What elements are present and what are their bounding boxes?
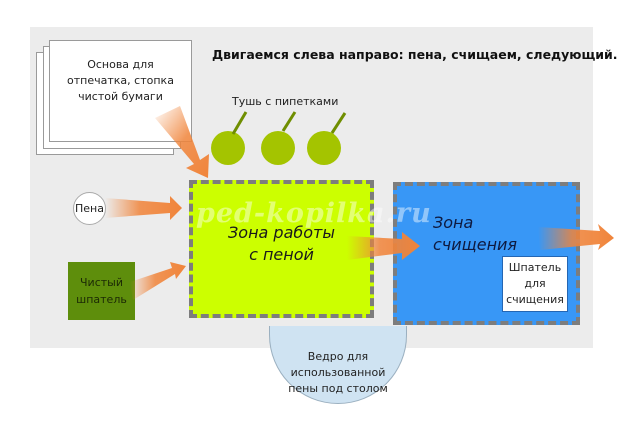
arrow-clean-zone-to-next (538, 224, 614, 250)
ink-drop-icon (261, 131, 295, 165)
bucket-line: использованной (290, 366, 386, 379)
paper-stack-label: Основа для отпечатка, стопка чистой бума… (49, 57, 192, 105)
ink-pipette-stem (231, 111, 248, 135)
paper-stack-line: чистой бумаги (78, 90, 163, 103)
spatula-line: шпатель (76, 293, 127, 306)
diagram-title: Двигаемся слева направо: пена, счищаем, … (212, 47, 618, 62)
zone-foam-line: Зона работы (228, 223, 335, 242)
bucket-line: пены под столом (288, 382, 388, 395)
clean-tool-line: для (524, 277, 546, 290)
arrow-spatula-to-zone (130, 262, 186, 300)
foam-work-zone-label: Зона работы с пеной (189, 222, 374, 266)
zone-foam-line: с пеной (249, 245, 314, 264)
paper-stack-line: Основа для (87, 58, 154, 71)
waste-bucket-node: Ведро для использованной пены под столом (269, 326, 407, 404)
arrow-paper-to-foam-zone (155, 106, 209, 178)
ink-pipette-stem (281, 111, 297, 132)
zone-clean-line: Зона (433, 213, 474, 232)
foam-work-zone (189, 180, 374, 318)
clean-spatula-node: Чистый шпатель (68, 262, 135, 320)
arrow-foam-zone-to-clean-zone (347, 232, 420, 260)
clean-tool-line: Шпатель (508, 261, 562, 274)
ink-drop-icon (307, 131, 341, 165)
ink-label: Тушь с пипетками (232, 95, 339, 108)
paper-stack-line: отпечатка, стопка (67, 74, 174, 87)
spatula-line: Чистый (80, 276, 123, 289)
zone-clean-line: счищения (433, 235, 518, 254)
ink-drop-icon (211, 131, 245, 165)
clean-tool-line: счищения (506, 293, 564, 306)
bucket-line: Ведро для (307, 350, 369, 363)
watermark: ped-kopilka.ru (196, 198, 432, 229)
foam-node: Пена (73, 192, 106, 225)
cleaning-zone-label: Зона счищения (433, 212, 517, 256)
ink-pipette-stem (330, 112, 347, 134)
cleaning-spatula-node: Шпатель для счищения (502, 256, 568, 312)
arrow-foam-to-zone (105, 196, 182, 220)
